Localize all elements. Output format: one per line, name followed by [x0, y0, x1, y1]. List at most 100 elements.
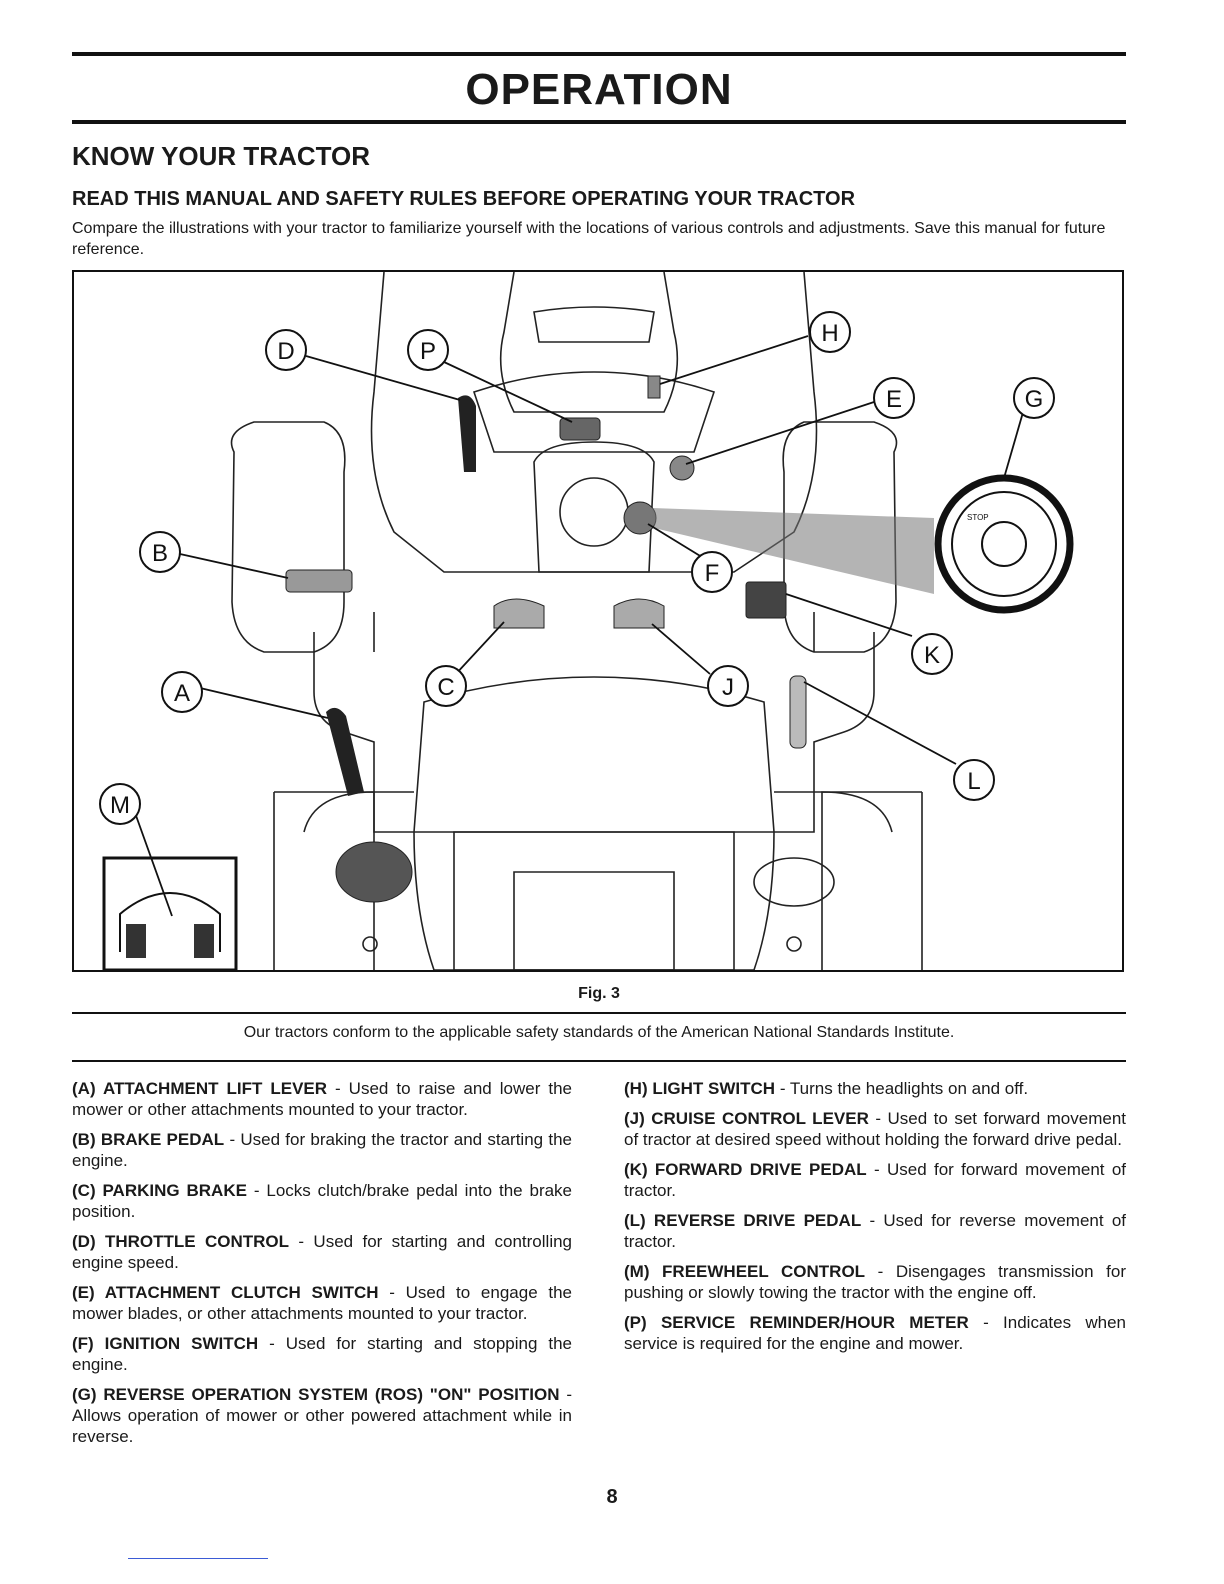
fuel-cap	[335, 841, 413, 903]
ignition-stop-label: STOP	[967, 513, 989, 522]
svg-text:F: F	[705, 560, 720, 587]
callout-h: H	[809, 311, 851, 353]
attachment-clutch-switch	[669, 455, 695, 481]
svg-text:H: H	[821, 320, 838, 347]
svg-text:G: G	[1025, 386, 1044, 413]
hood-top	[499, 272, 679, 413]
callout-e: E	[873, 377, 915, 419]
throttle-lever	[458, 395, 476, 472]
dash-panel	[472, 371, 716, 453]
control-entry-a: (A) ATTACHMENT LIFT LEVER - Used to rais…	[72, 1078, 572, 1120]
control-label: (B) BRAKE PEDAL	[72, 1130, 225, 1149]
steering-hub	[559, 477, 629, 547]
control-entry-m: (M) FREEWHEEL CONTROL - Disengages trans…	[624, 1261, 1126, 1303]
control-label: (D) THROTTLE CONTROL	[72, 1232, 290, 1251]
ansi-note: Our tractors conform to the applicable s…	[243, 1024, 955, 1041]
subsection-title: READ THIS MANUAL AND SAFETY RULES BEFORE…	[72, 188, 856, 210]
svg-text:L: L	[967, 768, 980, 795]
footer-link-line	[128, 1558, 268, 1559]
svg-text:B: B	[152, 540, 168, 567]
control-entry-d: (D) THROTTLE CONTROL - Used for starting…	[72, 1231, 572, 1273]
section-title: KNOW YOUR TRACTOR	[72, 141, 371, 171]
cruise-control-knob	[613, 598, 665, 629]
control-label: (M) FREEWHEEL CONTROL	[624, 1262, 866, 1281]
svg-text:P: P	[420, 338, 436, 365]
control-label: (A) ATTACHMENT LIFT LEVER	[72, 1079, 328, 1098]
control-label: (H) LIGHT SWITCH	[624, 1079, 776, 1098]
callout-leaders	[133, 335, 1027, 917]
control-label: (E) ATTACHMENT CLUTCH SWITCH	[72, 1283, 379, 1302]
control-desc: - Allows operation of mower or other pow…	[72, 1385, 572, 1446]
light-switch	[647, 375, 661, 399]
figure-caption: Fig. 3	[578, 985, 620, 1002]
control-entry-p: (P) SERVICE REMINDER/HOUR METER - Indica…	[624, 1312, 1126, 1354]
seat	[413, 676, 775, 970]
control-label: (L) REVERSE DRIVE PEDAL	[624, 1211, 862, 1230]
svg-text:J: J	[722, 674, 734, 701]
control-entry-f: (F) IGNITION SWITCH - Used for starting …	[72, 1333, 572, 1375]
tractor-controls-figure: STOP	[72, 270, 1124, 972]
control-desc: - Indicates when service is required for…	[624, 1313, 1126, 1353]
caption-rule-top	[72, 1012, 1126, 1014]
page-title: OPERATION	[465, 65, 733, 114]
control-entry-h: (H) LIGHT SWITCH - Turns the headlights …	[624, 1078, 1126, 1099]
callouts: D P H E G B F K A C J L M	[99, 311, 1055, 825]
control-desc: - Used for braking the tractor and start…	[72, 1130, 572, 1170]
callout-l: L	[953, 759, 995, 801]
freewheel-inset	[102, 856, 238, 970]
controls	[285, 375, 807, 903]
control-label: (C) PARKING BRAKE	[72, 1181, 247, 1200]
svg-text:A: A	[174, 680, 190, 707]
forward-pedal	[745, 581, 787, 619]
callout-a: A	[161, 671, 203, 713]
control-label: (K) FORWARD DRIVE PEDAL	[624, 1160, 867, 1179]
cup-holder	[753, 857, 835, 907]
control-entry-g: (G) REVERSE OPERATION SYSTEM (ROS) "ON" …	[72, 1384, 572, 1447]
control-desc: - Used for reverse movement of tractor.	[624, 1211, 1126, 1251]
control-label: (P) SERVICE REMINDER/HOUR METER	[624, 1313, 969, 1332]
control-label: (F) IGNITION SWITCH	[72, 1334, 259, 1353]
lift-lever	[326, 707, 364, 796]
svg-text:E: E	[886, 386, 902, 413]
title-rule	[72, 120, 1126, 124]
left-wheel	[230, 421, 346, 653]
callout-f: F	[691, 551, 733, 593]
steering-column	[533, 441, 655, 573]
control-entry-b: (B) BRAKE PEDAL - Used for braking the t…	[72, 1129, 572, 1171]
top-rule	[72, 52, 1126, 56]
caption-rule-bottom	[72, 1060, 1126, 1062]
control-desc: - Used for forward movement of tractor.	[624, 1160, 1126, 1200]
svg-text:K: K	[924, 642, 940, 669]
control-label: (J) CRUISE CONTROL LEVER	[624, 1109, 869, 1128]
svg-text:C: C	[437, 674, 454, 701]
control-entry-l: (L) REVERSE DRIVE PEDAL - Used for rever…	[624, 1210, 1126, 1252]
callout-d: D	[265, 329, 307, 371]
svg-text:M: M	[110, 792, 130, 819]
callout-c: C	[425, 665, 467, 707]
callout-j: J	[707, 665, 749, 707]
hour-meter	[559, 417, 601, 441]
control-entry-c: (C) PARKING BRAKE - Locks clutch/brake p…	[72, 1180, 572, 1222]
control-desc: - Used to set forward movement of tracto…	[624, 1109, 1127, 1149]
control-label: (G) REVERSE OPERATION SYSTEM (ROS) "ON" …	[72, 1385, 560, 1404]
callout-m: M	[99, 783, 141, 825]
intro-text: Compare the illustrations with your trac…	[72, 220, 1106, 258]
callout-p: P	[407, 329, 449, 371]
control-entry-k: (K) FORWARD DRIVE PEDAL - Used for forwa…	[624, 1159, 1126, 1201]
controls-list-right: (H) LIGHT SWITCH - Turns the headlights …	[624, 1078, 1126, 1363]
control-desc: - Used for starting and controlling engi…	[72, 1232, 572, 1272]
callout-k: K	[911, 633, 953, 675]
control-desc: - Disengages transmission for pushing or…	[624, 1262, 1126, 1302]
ignition-switch	[623, 501, 657, 535]
callout-b: B	[139, 531, 181, 573]
brake-pedal	[285, 569, 353, 593]
tractor-illustration: STOP	[99, 272, 1074, 970]
page-number: 8	[606, 1486, 618, 1508]
control-desc: - Used to engage the mower blades, or ot…	[72, 1283, 572, 1323]
reverse-pedal	[789, 675, 807, 749]
controls-list-left: (A) ATTACHMENT LIFT LEVER - Used to rais…	[72, 1078, 572, 1456]
control-entry-j: (J) CRUISE CONTROL LEVER - Used to set f…	[624, 1108, 1126, 1150]
svg-text:D: D	[277, 338, 294, 365]
callout-g: G	[1013, 377, 1055, 419]
